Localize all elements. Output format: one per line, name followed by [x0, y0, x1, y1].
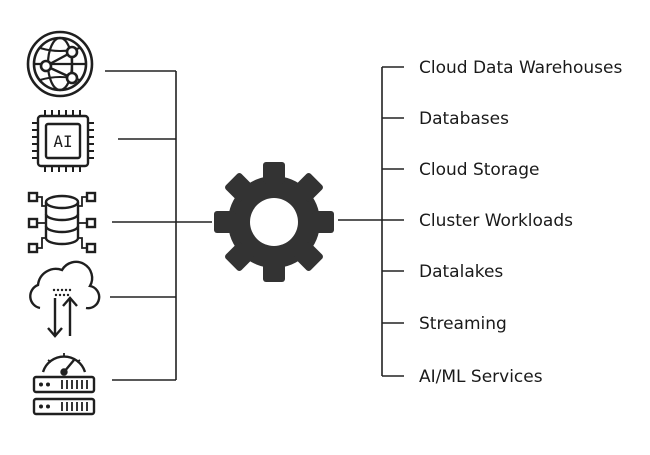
ai-chip-text: AI	[53, 132, 72, 151]
target-label: Databases	[419, 109, 509, 129]
target-label: Cloud Storage	[419, 160, 539, 180]
target-list: Cloud Data Warehouses Databases Cloud St…	[419, 58, 622, 387]
right-connectors	[338, 66, 404, 377]
target-label: Cluster Workloads	[419, 211, 573, 231]
target-label: AI/ML Services	[419, 367, 543, 387]
ai-chip-icon: AI	[32, 110, 94, 172]
target-label: Datalakes	[419, 262, 503, 282]
left-connectors	[105, 70, 212, 381]
target-label: Cloud Data Warehouses	[419, 58, 622, 78]
database-nodes-icon	[27, 191, 97, 254]
gear-icon	[214, 162, 334, 282]
globe-network-icon	[26, 30, 94, 98]
target-label: Streaming	[419, 314, 507, 334]
cloud-transfer-icon	[29, 260, 101, 338]
server-gauge-icon	[32, 353, 96, 416]
